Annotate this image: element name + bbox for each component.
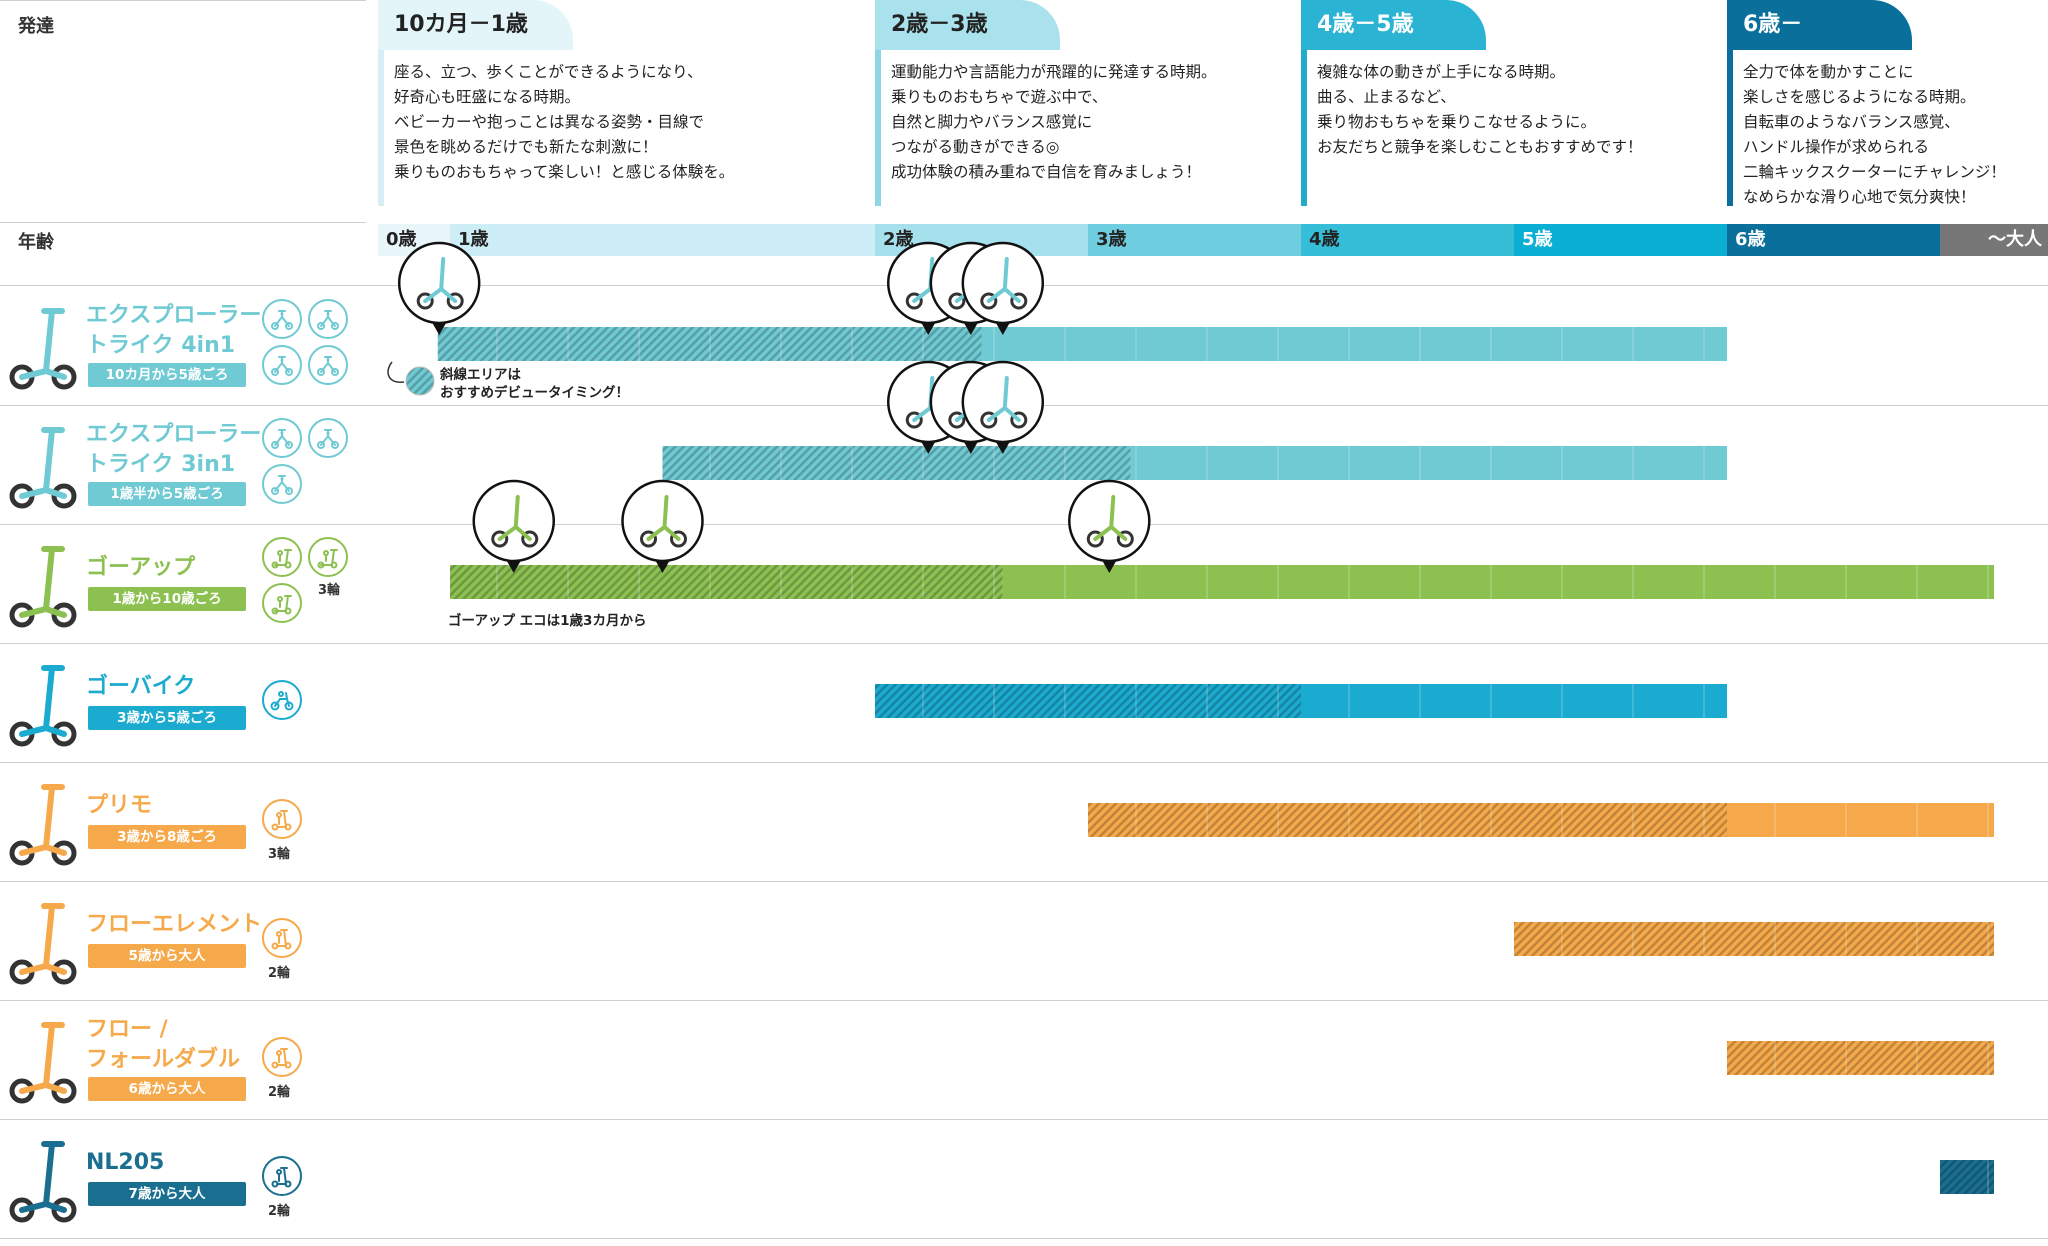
tricycle-icon (308, 345, 348, 385)
product-image (6, 539, 78, 631)
scooter-icon (262, 537, 302, 577)
stage-title: 10カ月－1歳 (378, 0, 573, 50)
stage-title: 6歳－ (1727, 0, 1912, 50)
age-tick-0: 0歳 (378, 224, 450, 256)
stage-bar (378, 0, 384, 206)
stage-bar (875, 0, 881, 206)
age-label: 年齢 (18, 232, 54, 253)
tricycle-icon (262, 464, 302, 504)
wheel-count-label: 2輪 (268, 1204, 291, 1219)
development-label: 発達 (18, 16, 54, 37)
wheel-count-label: 3輪 (318, 583, 341, 598)
kick-scooter-icon (262, 1037, 302, 1077)
age-range-badge: 5歳から大人 (88, 944, 246, 968)
product-image (6, 777, 78, 869)
product-image (6, 1015, 78, 1107)
age-range-badge: 1歳半から5歳ごろ (88, 482, 246, 506)
tricycle-icon (262, 299, 302, 339)
stage-2-3years: 2歳－3歳 運動能力や言語能力が飛躍的に発達する時期。 乗りものおもちゃで遊ぶ中… (875, 0, 1295, 206)
age-range-badge: 1歳から10歳ごろ (88, 587, 246, 611)
row-separator (0, 1238, 2048, 1239)
age-tick-1: 1歳 (450, 224, 875, 256)
product-name: フロー / フォールダブル (86, 1017, 241, 1072)
stage-title: 2歳－3歳 (875, 0, 1060, 50)
wheel-count-label: 3輪 (268, 847, 291, 862)
age-tick-7: ～大人 (1940, 224, 2048, 256)
product-name: NL205 (86, 1150, 165, 1175)
kick-scooter-icon (262, 1156, 302, 1196)
row-separator (0, 1119, 2048, 1120)
age-range-badge: 6歳から大人 (88, 1077, 246, 1101)
age-tick-6: 6歳 (1727, 224, 1940, 256)
age-range-badge: 3歳から8歳ごろ (88, 825, 246, 849)
stage-description: 複雑な体の動きが上手になる時期。 曲る、止まるなど、 乗り物おもちゃを乗りこなせ… (1317, 63, 1643, 156)
age-tick-5: 5歳 (1514, 224, 1727, 256)
product-row-7: NL205 7歳から大人 2輪 (0, 1120, 2048, 1239)
kick-scooter-icon (262, 799, 302, 839)
age-tick-2: 2歳 (875, 224, 1088, 256)
stage-description: 運動能力や言語能力が飛躍的に発達する時期。 乗りものおもちゃで遊ぶ中で、 自然と… (891, 63, 1217, 181)
product-name: ゴーアップ (86, 555, 196, 580)
tricycle-icon (262, 345, 302, 385)
product-row-3: ゴーバイク 3歳から5歳ごろ (0, 644, 2048, 763)
age-range-badge: 3歳から5歳ごろ (88, 706, 246, 730)
kick-scooter-icon (262, 918, 302, 958)
stage-title: 4歳－5歳 (1301, 0, 1486, 50)
hatch-legend-note: 斜線エリアは おすすめデビュータイミング！ (440, 367, 629, 401)
separator (0, 285, 366, 286)
scooter-icon (262, 583, 302, 623)
product-image (6, 420, 78, 512)
product-image (6, 896, 78, 988)
stage-6years-plus: 6歳－ 全力で体を動かすことに 楽しさを感じるようになる時期。 自転車のようなバ… (1727, 0, 2047, 206)
product-image (6, 301, 78, 393)
wheel-count-label: 2輪 (268, 1085, 291, 1100)
product-row-1: エクスプローラー トライク 3in1 1歳半から5歳ごろ (0, 406, 2048, 525)
product-name: エクスプローラー トライク 4in1 (86, 303, 262, 358)
product-row-4: プリモ 3歳から8歳ごろ 3輪 (0, 763, 2048, 882)
wheel-count-label: 2輪 (268, 966, 291, 981)
product-name: ゴーバイク (86, 674, 196, 699)
stage-description: 全力で体を動かすことに 楽しさを感じるようになる時期。 自転車のようなバランス感… (1743, 63, 2006, 206)
separator (366, 285, 2048, 286)
row-separator (0, 762, 2048, 763)
tricycle-icon (262, 418, 302, 458)
balance-bike-icon (262, 680, 302, 720)
product-row-6: フロー / フォールダブル 6歳から大人 2輪 (0, 1001, 2048, 1120)
separator (0, 0, 366, 1)
row-separator (0, 643, 2048, 644)
product-name: フローエレメント (86, 912, 263, 937)
age-tick-4: 4歳 (1301, 224, 1514, 256)
tricycle-icon (308, 418, 348, 458)
row-separator (0, 881, 2048, 882)
goup-eco-note: ゴーアップ エコは1歳3カ月から (448, 613, 647, 629)
product-row-5: フローエレメント 5歳から大人 2輪 (0, 882, 2048, 1001)
row-separator (0, 1000, 2048, 1001)
stage-bar (1301, 0, 1307, 206)
product-row-2: ゴーアップ 1歳から10歳ごろ 3輪 (0, 525, 2048, 644)
stage-description: 座る、立つ、歩くことができるようになり、 好奇心も旺盛になる時期。 ベビーカーや… (394, 63, 735, 181)
product-name: プリモ (86, 793, 153, 818)
age-range-badge: 10カ月から5歳ごろ (88, 363, 246, 387)
stage-bar (1727, 0, 1733, 206)
row-separator (0, 524, 2048, 525)
separator (0, 222, 366, 223)
product-name: エクスプローラー トライク 3in1 (86, 422, 262, 477)
product-image (6, 658, 78, 750)
age-tick-3: 3歳 (1088, 224, 1301, 256)
product-row-0: エクスプローラー トライク 4in1 10カ月から5歳ごろ (0, 287, 2048, 406)
stage-4-5years: 4歳－5歳 複雑な体の動きが上手になる時期。 曲る、止まるなど、 乗り物おもちゃ… (1301, 0, 1721, 206)
stage-10months-1year: 10カ月－1歳 座る、立つ、歩くことができるようになり、 好奇心も旺盛になる時期… (378, 0, 868, 206)
age-range-badge: 7歳から大人 (88, 1182, 246, 1206)
product-image (6, 1134, 78, 1226)
tricycle-icon (308, 299, 348, 339)
scooter-icon (308, 537, 348, 577)
